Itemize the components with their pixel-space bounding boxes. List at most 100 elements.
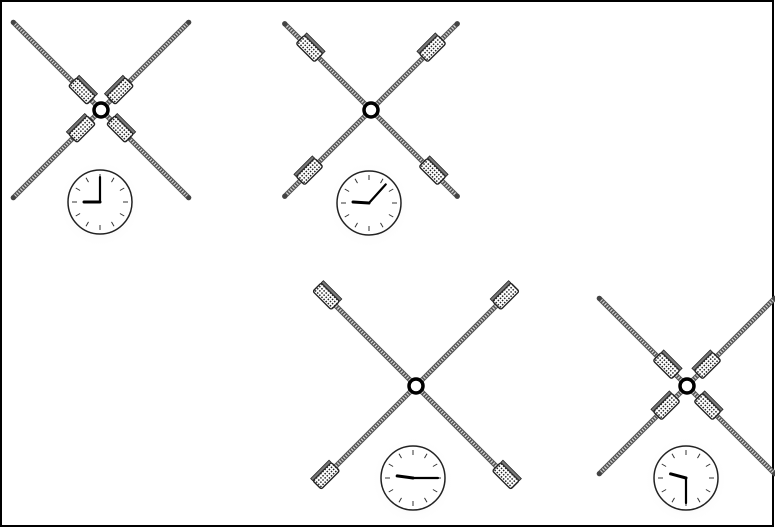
clock-tick	[424, 453, 428, 459]
crane-arm-end-cap	[772, 471, 775, 477]
carriage	[416, 32, 446, 62]
panels-group	[10, 19, 775, 524]
clock-tick	[388, 489, 394, 493]
crane-arm-end-cap	[596, 295, 602, 301]
carriage-roof	[114, 112, 137, 135]
carriage	[293, 155, 323, 185]
clock-hour-hand	[395, 474, 415, 480]
crane-arm-end-cap	[772, 295, 775, 301]
clock-tick	[671, 453, 675, 459]
panel-1	[10, 19, 192, 248]
clock-tick	[344, 214, 350, 218]
crane-hub	[92, 101, 110, 119]
clock-tick	[398, 497, 402, 503]
crane-hub	[407, 377, 425, 395]
crane-hub	[362, 101, 380, 119]
carriage	[106, 112, 137, 143]
clock-tick	[344, 188, 350, 192]
carriage	[68, 74, 99, 105]
crane-arm-end-cap	[596, 471, 602, 477]
crane-arm	[369, 108, 459, 198]
crane-arm	[327, 297, 418, 388]
carriage-roof	[303, 32, 326, 55]
carriage-roof	[416, 32, 439, 55]
carriage-roof	[426, 155, 449, 178]
clock-tick	[75, 213, 81, 217]
crane-arm-end-cap	[186, 19, 192, 25]
carriage	[691, 349, 721, 379]
carriage-roof	[489, 280, 512, 302]
clock-tick	[705, 489, 711, 493]
clock-tick	[75, 187, 81, 191]
carriage-roof	[650, 390, 673, 413]
carriage	[653, 349, 683, 379]
clock-hour-hand	[351, 200, 371, 205]
crane-arm	[369, 22, 459, 112]
crane-arm-end-cap	[282, 21, 288, 27]
crane-arm	[283, 22, 373, 112]
carriage	[650, 390, 680, 420]
clock-minute-hand	[367, 183, 387, 205]
crane-arm-end-cap	[454, 193, 460, 199]
crane-arm	[414, 384, 505, 475]
crane-arm-end-cap	[282, 193, 288, 199]
clock-tick	[388, 214, 394, 218]
clock-tick	[661, 489, 667, 493]
crane-arm-end-cap	[186, 195, 192, 201]
clock-tick	[661, 463, 667, 467]
clock-tick	[388, 463, 394, 467]
panel-3	[310, 280, 522, 524]
crane-arm	[283, 108, 373, 198]
clock-tick	[398, 453, 402, 459]
clock-tick	[697, 453, 701, 459]
clock-tick	[705, 463, 711, 467]
carriage-roof	[293, 155, 316, 178]
carriage-roof	[691, 349, 714, 372]
carriage-roof	[103, 74, 126, 97]
carriage	[310, 459, 340, 490]
clock-tick	[432, 489, 438, 493]
clock-tick	[380, 178, 384, 184]
panel-2	[282, 21, 460, 249]
carriage-roof	[310, 459, 332, 482]
clock-tick	[354, 222, 358, 228]
carriage	[419, 155, 449, 185]
carriage	[694, 390, 724, 420]
carriage	[489, 280, 520, 310]
clock-tick	[424, 497, 428, 503]
clock-tick	[119, 213, 125, 217]
carriage	[312, 280, 343, 310]
clock-tick	[85, 177, 89, 183]
carriage-roof	[660, 349, 683, 372]
clock-tick	[111, 221, 115, 227]
clock-tick	[111, 177, 115, 183]
clock-tick	[354, 178, 358, 184]
clock-hour-hand	[669, 472, 688, 480]
clock-tick	[388, 188, 394, 192]
clock-tick	[432, 463, 438, 467]
carriage	[65, 112, 96, 143]
panel-4	[596, 295, 775, 524]
crane-arm	[327, 384, 418, 475]
carriage-roof	[320, 280, 343, 302]
carriage	[296, 32, 326, 62]
carriage	[103, 74, 134, 105]
clock-tick	[671, 497, 675, 503]
crane-arm-end-cap	[10, 19, 16, 25]
clock-tick	[380, 222, 384, 228]
carriage-roof	[76, 74, 99, 97]
carriage-roof	[500, 459, 522, 482]
clock-tick	[697, 497, 701, 503]
carriage	[492, 459, 522, 490]
clock-tick	[85, 221, 89, 227]
crane-hub	[678, 377, 696, 395]
crane-arm	[414, 297, 505, 388]
crane-arm-end-cap	[454, 21, 460, 27]
crane-arm-end-cap	[10, 195, 16, 201]
clock-tick	[119, 187, 125, 191]
carriage-roof	[65, 112, 88, 135]
carriage-roof	[701, 390, 724, 413]
